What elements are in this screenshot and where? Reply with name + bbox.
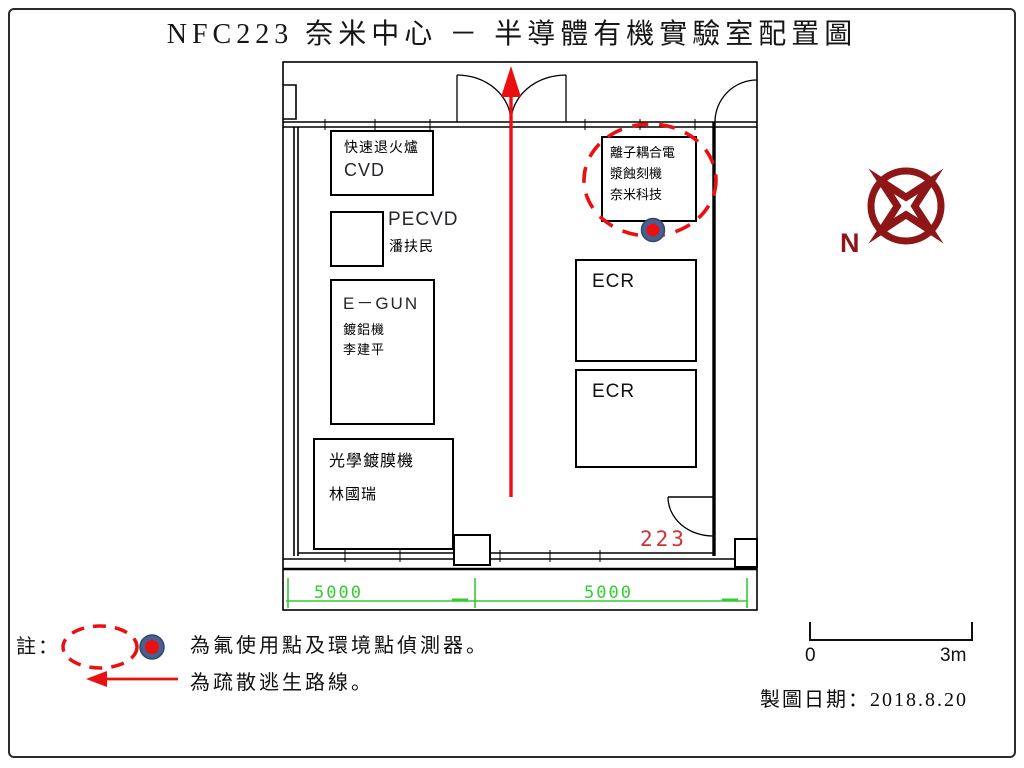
equipment-box-egun: E－GUN 鍍鋁機 李建平 bbox=[330, 279, 435, 425]
icp-group: 奈米科技 bbox=[610, 186, 663, 202]
pillar-bottom-right bbox=[734, 538, 758, 568]
egun-type: 鍍鋁機 bbox=[343, 322, 386, 337]
legend-arrow-head bbox=[86, 671, 107, 687]
dimension-label-left: 5000 bbox=[314, 583, 363, 603]
pecvd-name: PECVD bbox=[388, 209, 459, 230]
drawing-date: 製圖日期：2018.8.20 bbox=[760, 689, 968, 711]
equipment-box-ecr-top: ECR bbox=[575, 259, 697, 362]
legend-dashed-ellipse-icon bbox=[61, 624, 139, 670]
icp-name-line2: 漿蝕刻機 bbox=[610, 165, 663, 181]
north-compass-icon bbox=[867, 167, 945, 245]
door-arc-bottom-right bbox=[667, 496, 714, 537]
equipment-box-pecvd bbox=[330, 211, 384, 267]
legend-symbols bbox=[61, 624, 178, 687]
dimension-lines bbox=[286, 578, 748, 608]
optical-coater-owner: 林國瑞 bbox=[329, 487, 378, 503]
wall-left-double bbox=[293, 127, 299, 556]
dimension-ticks bbox=[287, 578, 748, 608]
door-arc-top-right bbox=[714, 79, 758, 123]
rta-name: 快速退火爐 bbox=[344, 141, 419, 156]
wall-top-double bbox=[283, 121, 757, 128]
equipment-box-rta: 快速退火爐 CVD bbox=[330, 130, 434, 196]
egun-name: E－GUN bbox=[343, 294, 420, 313]
optical-coater-name: 光學鍍膜機 bbox=[329, 453, 415, 470]
compass-circle bbox=[867, 167, 945, 245]
room-number-label: 223 bbox=[640, 527, 687, 551]
escape-route-arrow bbox=[501, 66, 521, 497]
legend-escape-text: 為疏散逃生路線。 bbox=[190, 672, 374, 694]
wall-notch-top-left bbox=[283, 84, 297, 120]
scale-bar bbox=[809, 622, 973, 641]
icp-name-line1: 離子耦合電 bbox=[610, 145, 676, 160]
ecr-bottom-name: ECR bbox=[592, 381, 636, 402]
compass-star-center bbox=[894, 194, 918, 218]
plan-outer-boundary bbox=[282, 61, 758, 611]
escape-arrow-head bbox=[501, 66, 521, 97]
scale-start-label: 0 bbox=[805, 645, 816, 666]
equipment-box-icp-etcher: 離子耦合電 漿蝕刻機 奈米科技 bbox=[601, 136, 697, 222]
page-title: NFC223 奈米中心 － 半導體有機實驗室配置圖 bbox=[166, 19, 858, 50]
legend-detector-text: 為氟使用點及環境點偵測器。 bbox=[190, 635, 489, 657]
pecvd-owner: 潘扶民 bbox=[389, 240, 434, 255]
legend-prefix: 註： bbox=[16, 636, 60, 658]
egun-owner: 李建平 bbox=[343, 341, 386, 357]
pillar-bottom-center bbox=[453, 534, 491, 566]
equipment-box-optical-coater: 光學鍍膜機 林國瑞 bbox=[313, 438, 454, 550]
double-door-leaves bbox=[456, 75, 567, 122]
scale-end-label: 3m bbox=[940, 645, 967, 666]
equipment-box-ecr-bottom: ECR bbox=[575, 369, 697, 468]
legend-detector-dot-inner bbox=[145, 640, 159, 654]
compass-north-label: N bbox=[840, 228, 860, 258]
detector-dot-inner bbox=[646, 223, 660, 237]
rta-sub-label: CVD bbox=[344, 160, 386, 180]
dimension-label-right: 5000 bbox=[584, 583, 633, 603]
ecr-top-name: ECR bbox=[592, 271, 636, 292]
wall-pillars bbox=[453, 534, 758, 568]
